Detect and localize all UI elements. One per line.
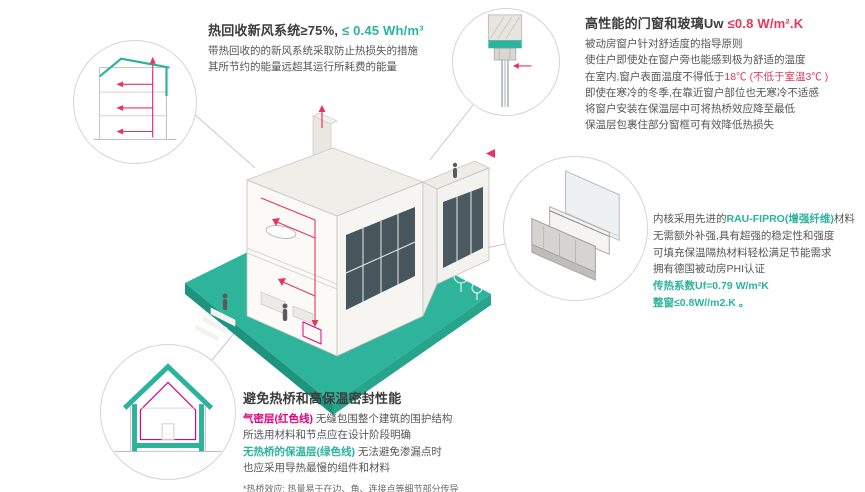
- red-pointer-icon: [486, 149, 495, 158]
- windows-line-6: 保温层包裹住部分窗框可有效降低热损失: [585, 119, 774, 132]
- thermal-body: 气密层(红色线) 无缝包围整个建筑的围护结构 所选用材料和节点应在设计阶段明确 …: [243, 411, 583, 492]
- profile-stat-window: 整窗≤0.8W//m2.K 。: [653, 296, 750, 309]
- profile-line-4: 拥有德国被动房PHI认证: [653, 263, 766, 276]
- profile-line-1: 内核采用先进的RAU-FIPRO(增强纤维)材料: [653, 213, 855, 225]
- heat-recovery-line-2: 其所节约的能量远超其运行所耗费的能量: [208, 61, 397, 74]
- heat-unit-icon: [302, 321, 322, 345]
- windows-title-uw: Uw: [703, 16, 728, 31]
- thermal-line-4: 也应采用导热最慢的组件和材料: [243, 461, 390, 474]
- insulated-house-cross-section-icon: [114, 363, 222, 452]
- garden-stairs: [194, 307, 236, 343]
- far-right-volume: [422, 160, 490, 317]
- windows-line-3: 在室内,窗户表面温度不得低于18℃ (不低于室温3℃ ): [585, 70, 829, 83]
- duct-arrows: [272, 218, 319, 327]
- thermal-line-2: 所选用材料和节点应在设计阶段明确: [243, 429, 411, 442]
- thermal-line-1: 气密层(红色线) 无缝包围整个建筑的围护结构: [243, 413, 453, 425]
- house-ventilation-cross-section-icon: [93, 56, 177, 140]
- person-icon: [222, 162, 458, 321]
- callout-insulation-section: [100, 344, 236, 480]
- windows-title-value: ≤0.8 W/m².K: [727, 16, 804, 31]
- heat-recovery-title-value: ≤ 0.45 Wh/m³: [341, 23, 424, 38]
- callout-ventilation-section: [73, 40, 197, 164]
- window-frame-profile-icon: [531, 170, 620, 281]
- windows-line-5: 将窗户安装在保温层中可将热桥效应降至最低: [585, 103, 795, 116]
- thermal-line-3: 无热桥的保温层(绿色线) 无法避免渗漏点时: [243, 445, 442, 458]
- section-heat-recovery: 热回收新风系统≥75%, ≤ 0.45 Wh/m³ 带热回收的的新风系统采取防止…: [208, 20, 528, 76]
- heat-recovery-title-main: 热回收新风系统≥75%,: [208, 23, 342, 38]
- section-windows: 高性能的门窗和玻璃Uw ≤0.8 W/m².K 被动房窗户针对舒适度的指导原则 …: [585, 13, 863, 134]
- glazing-panel: [443, 187, 483, 268]
- profile-stat-uf: 传热系数Uf=0.79 W/m²K: [653, 280, 769, 293]
- passive-house-cutaway-illustration: [185, 105, 491, 415]
- windows-title-main: 高性能的门窗和玻璃: [585, 16, 704, 31]
- windows-title: 高性能的门窗和玻璃Uw ≤0.8 W/m².K: [585, 13, 863, 32]
- insulation-roof-line: [122, 363, 214, 410]
- section-profile-material: 内核采用先进的RAU-FIPRO(增强纤维)材料 无需额外补强,具有超强的稳定性…: [653, 211, 865, 312]
- profile-body: 内核采用先进的RAU-FIPRO(增强纤维)材料 无需额外补强,具有超强的稳定性…: [653, 211, 865, 312]
- heat-recovery-body: 带热回收的的新风系统采取防止热损失的措施 其所节约的能量远超其运行所耗费的能量: [208, 43, 528, 76]
- heat-recovery-line-1: 带热回收的的新风系统采取防止热损失的措施: [208, 45, 418, 57]
- callout-window-install-detail: [452, 8, 560, 116]
- heat-recovery-title: 热回收新风系统≥75%, ≤ 0.45 Wh/m³: [208, 20, 528, 39]
- insulation-strip: [488, 40, 522, 49]
- bathtub-icon: [265, 225, 297, 239]
- windows-line-4: 即使在寒冷的冬季,在靠近窗户部位也无寒冷不适感: [585, 86, 819, 99]
- profile-line-3: 可填充保温隔热材料轻松满足节能需求: [653, 246, 832, 259]
- right-volume: [336, 181, 424, 357]
- thermal-title: 避免热桥和高保温密封性能: [243, 391, 402, 406]
- window-installation-detail-icon: [487, 14, 532, 108]
- airtight-layer-line: [139, 381, 197, 441]
- profile-line-2: 无需额外补强,具有超强的稳定性和强度: [653, 229, 835, 242]
- callout-window-profile: [503, 156, 648, 301]
- thermal-footnote: *热桥效应: 热量易于在边、角、连接点等细节部分传导: [243, 484, 459, 492]
- windows-line-2: 使住户即使处在窗户旁也能感到极为舒适的温度: [585, 54, 806, 67]
- section-thermal-bridge: 避免热桥和高保温密封性能 气密层(红色线) 无缝包围整个建筑的围护结构 所选用材…: [243, 388, 583, 492]
- windows-body: 被动房窗户针对舒适度的指导原则 使住户即使处在窗户旁也能感到极为舒适的温度 在室…: [585, 36, 863, 134]
- windows-line-1: 被动房窗户针对舒适度的指导原则: [585, 38, 743, 50]
- ventilation-ducts: [260, 197, 316, 322]
